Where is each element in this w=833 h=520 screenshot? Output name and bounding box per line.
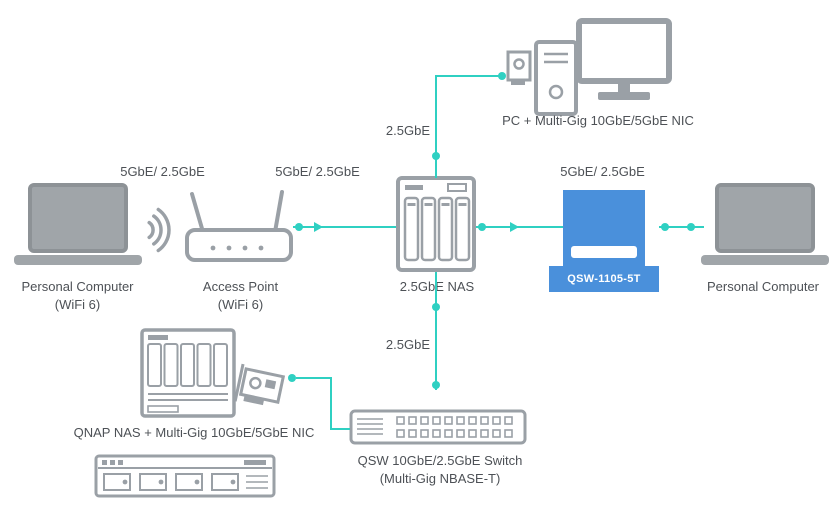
link-arrow-icon xyxy=(314,222,323,232)
pc-tower-icon xyxy=(506,40,580,118)
link-node-dot xyxy=(661,223,669,231)
label-speed-nas-switch: 5GbE/ 2.5GbE xyxy=(560,164,645,179)
nic-card-icon xyxy=(230,362,288,418)
link-node-dot xyxy=(432,152,440,160)
label-nas: 2.5GbE NAS xyxy=(399,279,475,294)
label-speed-ap-nas: 5GbE/ 2.5GbE xyxy=(275,164,360,179)
blue-switch-device-image xyxy=(571,246,637,258)
link-node-dot xyxy=(295,223,303,231)
blue-switch-card xyxy=(563,190,645,270)
label-speed-nas-qsw: 2.5GbE xyxy=(385,337,430,352)
rackmount-nas-icon xyxy=(94,454,276,498)
link-node-dot xyxy=(432,303,440,311)
label-personal-computer-right: Personal Computer xyxy=(707,279,819,294)
label-qnap-nas-nic: QNAP NAS + Multi-Gig 10GbE/5GbE NIC xyxy=(73,425,315,440)
ap-line1: Access Point xyxy=(202,279,279,294)
laptop-right-icon xyxy=(701,183,829,267)
rack-switch-line1: QSW 10GbE/2.5GbE Switch xyxy=(357,453,523,468)
link-line-qsw-nas-v xyxy=(330,377,332,430)
link-node-dot xyxy=(288,374,296,382)
link-line-qsw-nas-h2 xyxy=(330,428,350,430)
label-rack-switch: QSW 10GbE/2.5GbE Switch (Multi-Gig NBASE… xyxy=(328,452,552,487)
label-personal-computer-left: Personal Computer (WiFi 6) xyxy=(0,278,155,313)
link-node-dot xyxy=(478,223,486,231)
label-speed-nas-pc: 2.5GbE xyxy=(385,123,430,138)
link-line-nas-pc-vertical xyxy=(435,76,437,178)
link-line-nas-switch xyxy=(476,226,563,228)
pc-left-line1: Personal Computer xyxy=(21,279,134,294)
label-speed-wifi: 5GbE/ 2.5GbE xyxy=(120,164,205,179)
link-arrow-icon xyxy=(510,222,519,232)
link-line-nas-qsw xyxy=(435,272,437,390)
label-access-point: Access Point (WiFi 6) xyxy=(168,278,313,313)
access-point-icon xyxy=(183,188,295,270)
tower-nas-icon xyxy=(140,328,236,418)
laptop-left-icon xyxy=(14,183,142,267)
link-line-nas-pc-horizontal xyxy=(435,75,503,77)
pc-left-line2: (WiFi 6) xyxy=(54,296,101,312)
ap-line2: (WiFi 6) xyxy=(217,296,264,312)
rack-switch-line2: (Multi-Gig NBASE-T) xyxy=(379,470,501,486)
link-line-ap-nas xyxy=(293,226,396,228)
switch-model-label: QSW-1105-5T xyxy=(549,266,659,292)
nas-icon xyxy=(396,176,476,272)
link-node-dot xyxy=(498,72,506,80)
rack-switch-icon xyxy=(349,407,527,447)
link-line-switch-pc-right xyxy=(659,226,704,228)
label-pc-top: PC + Multi-Gig 10GbE/5GbE NIC xyxy=(502,113,694,128)
link-line-qsw-nas-h1 xyxy=(296,377,332,379)
monitor-icon xyxy=(576,18,672,106)
link-node-dot xyxy=(687,223,695,231)
link-node-dot xyxy=(432,381,440,389)
wifi-waves-icon xyxy=(142,204,176,256)
